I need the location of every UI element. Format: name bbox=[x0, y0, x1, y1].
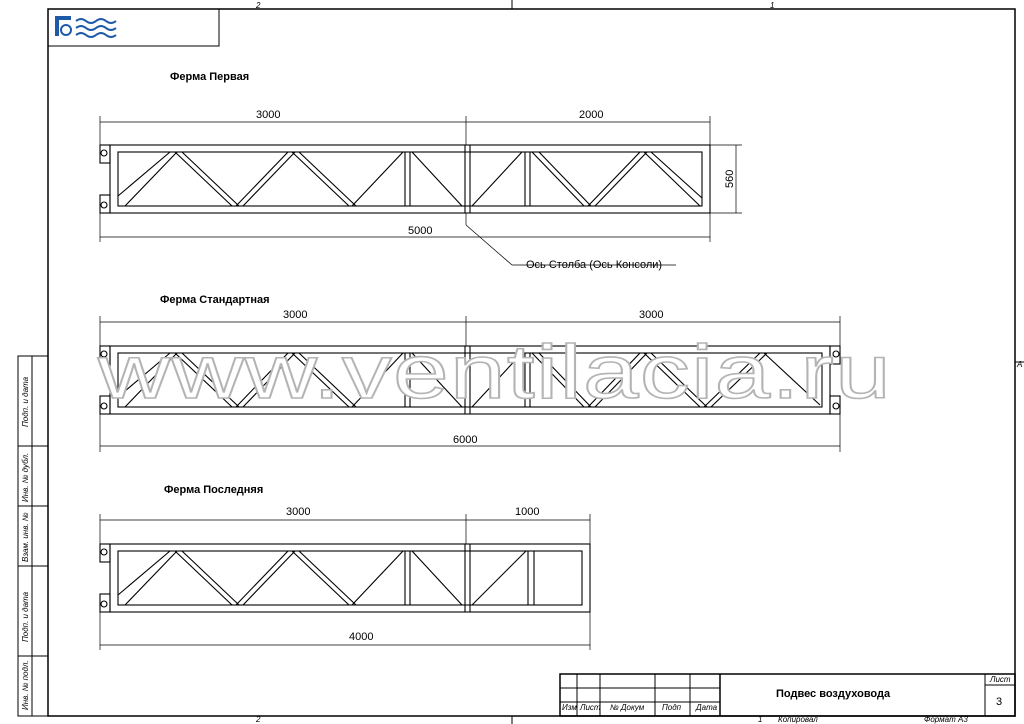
truss-3-dim-total: 4000 bbox=[349, 631, 373, 643]
zone-bottom-right: 1 bbox=[758, 715, 762, 724]
zone-top-left: 2 bbox=[255, 1, 261, 10]
side-stamp-label-2: Инв. № дубл. bbox=[21, 453, 30, 502]
truss-1-dim-left: 3000 bbox=[256, 109, 280, 121]
side-stamp-label-1: Подп. и дата bbox=[21, 376, 30, 427]
truss-2-dim-total: 6000 bbox=[453, 434, 477, 446]
truss-3-dim-right: 1000 bbox=[515, 506, 539, 518]
truss-2-body bbox=[99, 345, 841, 415]
truss-1-dim-height: 560 bbox=[724, 170, 736, 188]
truss-1-axis-callout: Ось Столба (Ось Консоли) bbox=[526, 259, 662, 271]
truss-2-dimensions bbox=[99, 316, 841, 452]
sheet-number: 3 bbox=[996, 696, 1002, 708]
title-block-col-izm: Изм bbox=[562, 703, 577, 712]
side-stamp-label-5: Инв. № подл. bbox=[21, 660, 30, 710]
title-block bbox=[559, 673, 1016, 717]
zone-right: A bbox=[1016, 360, 1022, 369]
truss-3-dim-left: 3000 bbox=[286, 506, 310, 518]
copied-label: Копировал bbox=[778, 715, 818, 724]
truss-1-dim-total: 5000 bbox=[408, 225, 432, 237]
format-label: Формат А3 bbox=[924, 715, 968, 724]
truss-3-title: Ферма Последняя bbox=[164, 484, 263, 496]
zone-top-right: 1 bbox=[770, 1, 774, 10]
title-block-col-list: Лист bbox=[579, 703, 601, 712]
truss-3-body bbox=[99, 543, 591, 613]
company-logo bbox=[55, 16, 117, 38]
truss-1-title: Ферма Первая bbox=[170, 71, 249, 83]
zone-bottom-left: 2 bbox=[255, 715, 261, 724]
truss-2-dim-right: 3000 bbox=[639, 309, 663, 321]
sheet-label: Лист bbox=[989, 675, 1011, 684]
side-stamp-label-4: Подп. и дата bbox=[21, 591, 30, 642]
drawing-name: Подвес воздуховода bbox=[776, 688, 891, 700]
truss-2-title: Ферма Стандартная bbox=[160, 294, 270, 306]
truss-1-dim-right: 2000 bbox=[579, 109, 603, 121]
side-stamp-label-3: Взам. инв. № bbox=[21, 512, 30, 562]
title-block-col-data: Дата bbox=[695, 703, 718, 712]
truss-1-dimensions bbox=[99, 116, 742, 266]
truss-3-dimensions bbox=[99, 514, 591, 650]
side-stamp bbox=[17, 355, 49, 717]
truss-1-body bbox=[99, 144, 711, 214]
watermark: www.ventilacia.ru bbox=[97, 330, 892, 415]
truss-2-dim-left: 3000 bbox=[283, 309, 307, 321]
title-block-col-dokum: № Докум bbox=[610, 703, 645, 712]
title-block-col-podp: Подп bbox=[662, 703, 682, 712]
